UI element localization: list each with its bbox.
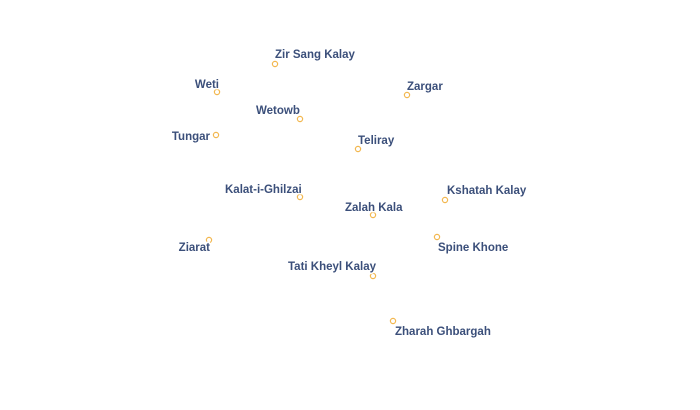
place-label-zir-sang-kalay: Zir Sang Kalay bbox=[275, 49, 355, 61]
place-label-wetowb: Wetowb bbox=[256, 105, 300, 117]
place-marker-zir-sang-kalay[interactable] bbox=[271, 60, 279, 68]
place-label-weti: Weti bbox=[195, 79, 219, 91]
place-label-teliray: Teliray bbox=[358, 135, 395, 147]
place-marker-zharah-ghbargah[interactable] bbox=[389, 317, 397, 325]
place-marker-weti[interactable] bbox=[213, 88, 221, 96]
place-marker-kshatah-kalay[interactable] bbox=[441, 196, 449, 204]
place-marker-tungar[interactable] bbox=[212, 131, 220, 139]
place-label-tati-kheyl-kalay: Tati Kheyl Kalay bbox=[288, 261, 377, 273]
place-label-zargar: Zargar bbox=[407, 81, 443, 93]
place-marker-tati-kheyl-kalay[interactable] bbox=[369, 272, 377, 280]
place-label-kshatah-kalay: Kshatah Kalay bbox=[447, 185, 527, 197]
place-label-zalah-kala: Zalah Kala bbox=[345, 202, 403, 214]
place-label-tungar: Tungar bbox=[172, 131, 211, 143]
place-marker-wetowb[interactable] bbox=[296, 115, 304, 123]
place-marker-spine-khone[interactable] bbox=[433, 233, 441, 241]
place-marker-zargar[interactable] bbox=[403, 91, 411, 99]
place-marker-kalat-i-ghilzai[interactable] bbox=[296, 193, 304, 201]
place-label-ziarat: Ziarat bbox=[179, 242, 210, 254]
place-markers bbox=[205, 60, 449, 325]
place-marker-teliray[interactable] bbox=[354, 145, 362, 153]
place-label-kalat-i-ghilzai: Kalat-i-Ghilzai bbox=[225, 184, 302, 196]
place-label-spine-khone: Spine Khone bbox=[438, 242, 508, 254]
place-label-zharah-ghbargah: Zharah Ghbargah bbox=[395, 326, 491, 338]
place-marker-zalah-kala[interactable] bbox=[369, 211, 377, 219]
place-marker-ziarat[interactable] bbox=[205, 236, 213, 244]
